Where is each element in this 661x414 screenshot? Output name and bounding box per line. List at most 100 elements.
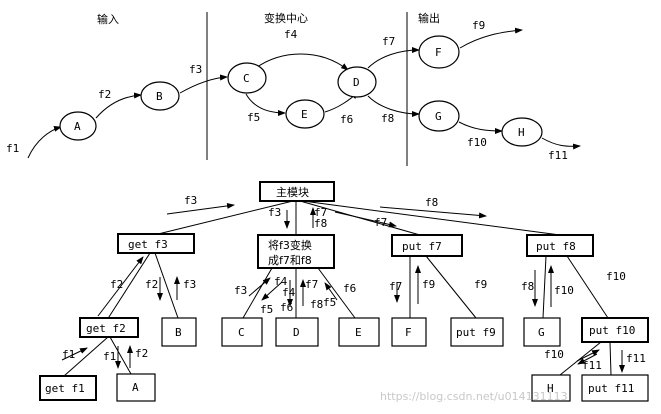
connector <box>566 255 609 319</box>
module-d <box>275 317 319 347</box>
process-node-d <box>337 66 377 98</box>
flow-label-f5: f5 <box>247 111 260 124</box>
module-get-f3-label: get f3 <box>128 238 168 251</box>
module-e-label: E <box>355 326 362 339</box>
couple-label-f3: f3 <box>183 278 196 291</box>
module-f <box>391 317 427 347</box>
module-put-f7-label: put f7 <box>402 240 442 253</box>
module-put-f11-label: put f11 <box>588 382 634 395</box>
module-transform-label-1: 将f3变换 <box>268 238 312 252</box>
couple-label-f7: f7 <box>305 278 318 291</box>
module-put-f9 <box>450 317 504 347</box>
couple-label-f10: f10 <box>544 348 564 361</box>
module-a <box>116 373 156 402</box>
flow-f10 <box>458 121 503 134</box>
couple-label-f9: f9 <box>422 278 435 291</box>
couple-label-f4: f4 <box>274 275 288 288</box>
module-a-label: A <box>132 381 139 394</box>
flow-f2 <box>95 92 142 119</box>
process-label-g: G <box>435 110 442 123</box>
couple-label-f2: f2 <box>135 347 148 360</box>
data-couple-arrows <box>61 202 625 373</box>
couple-label-f10: f10 <box>606 270 626 283</box>
process-node-b <box>140 81 180 111</box>
connector <box>109 336 132 375</box>
section-label-transform-center: 变换中心 <box>264 11 308 25</box>
couple-label-f7: f7 <box>389 280 402 293</box>
flow-label-f7: f7 <box>382 35 395 48</box>
module-e <box>338 317 380 347</box>
couple-label-f6: f6 <box>280 301 293 314</box>
connector <box>242 267 273 319</box>
couple-label-f11: f11 <box>582 359 602 372</box>
module-get-f2 <box>79 317 139 338</box>
process-node-c <box>227 62 267 94</box>
structure-chart: f3 f3 f7 f8 f7 f8 f2 f2 f3 f1 f1 f2 f3 f… <box>39 181 649 402</box>
module-main-label: 主模块 <box>276 186 309 199</box>
process-label-c: C <box>243 72 250 85</box>
flow-label-f8: f8 <box>381 112 394 125</box>
flow-label-f3: f3 <box>189 63 202 76</box>
flow-f3 <box>179 74 228 94</box>
couple-label-f9: f9 <box>474 278 487 291</box>
couple-label-f6: f6 <box>343 282 356 295</box>
module-c-label: C <box>238 326 245 339</box>
couple-label-f5: f5 <box>323 296 336 309</box>
flow-f9 <box>459 27 523 49</box>
process-label-e: E <box>301 108 308 121</box>
module-put-f10-label: put f10 <box>589 324 635 337</box>
process-label-f: F <box>435 46 442 59</box>
section-label-input: 输入 <box>97 12 119 26</box>
module-get-f1-label: get f1 <box>45 382 85 395</box>
couple-label-f3: f3 <box>184 194 197 207</box>
module-put-f11 <box>581 374 649 402</box>
flow-f4 <box>255 53 349 71</box>
connector <box>154 252 179 319</box>
couple-label-f8: f8 <box>310 298 323 311</box>
module-d-label: D <box>293 326 300 339</box>
flow-label-f1: f1 <box>6 142 19 155</box>
flow-f11 <box>541 137 581 150</box>
process-node-g <box>418 100 460 132</box>
connector <box>153 200 294 236</box>
flow-f8 <box>367 95 420 117</box>
couple-label-f1: f1 <box>62 348 75 361</box>
couple-label-f3: f3 <box>268 206 281 219</box>
flow-label-f11: f11 <box>548 149 568 162</box>
couple-label-f8: f8 <box>314 217 327 230</box>
process-node-e <box>285 99 325 129</box>
module-get-f1 <box>39 375 97 401</box>
couple-label-f2: f2 <box>110 278 123 291</box>
couple-label-f7: f7 <box>314 206 327 219</box>
module-h-label: H <box>547 382 554 395</box>
couple-label-f11: f11 <box>626 352 646 365</box>
module-transform <box>257 234 335 269</box>
module-b <box>161 317 197 347</box>
process-node-a <box>59 111 97 141</box>
connector <box>302 200 561 236</box>
process-node-f <box>418 35 460 69</box>
connector <box>317 267 356 319</box>
connector <box>542 255 547 319</box>
process-node-h <box>501 117 543 147</box>
couple-label-f7: f7 <box>374 216 387 229</box>
data-couple-labels: f3 f3 f7 f8 f7 f8 f2 f2 f3 f1 f1 f2 f3 f… <box>62 194 646 372</box>
couple-label-f1: f1 <box>103 350 116 363</box>
flow-label-f9: f9 <box>472 19 485 32</box>
dfd: 输入 变换中心 输出 f1 f2 f3 f4 f5 f6 f7 f8 f9 f1… <box>6 11 581 166</box>
module-g <box>523 317 561 347</box>
process-label-a: A <box>74 120 81 133</box>
module-put-f8 <box>526 234 594 257</box>
flow-f7 <box>367 47 420 69</box>
flow-label-f4: f4 <box>284 28 298 41</box>
module-put-f7 <box>391 234 463 257</box>
couple-label-f3: f3 <box>234 284 247 297</box>
connector <box>63 336 109 377</box>
flow-label-f6: f6 <box>340 113 353 126</box>
couple-label-f8: f8 <box>425 196 438 209</box>
module-f-label: F <box>405 326 412 339</box>
couple-label-f8: f8 <box>521 280 534 293</box>
module-put-f9-label: put f9 <box>456 326 496 339</box>
flow-f1 <box>27 125 62 159</box>
